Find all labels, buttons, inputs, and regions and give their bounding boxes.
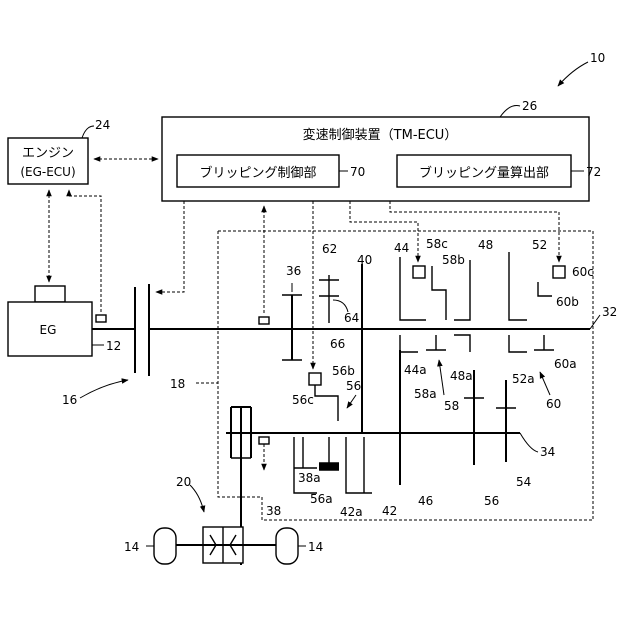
input-shaft-ref: 32 (602, 305, 617, 319)
gear-42a-ref: 42a (340, 505, 363, 519)
engine-ecu-block: エンジン (EG-ECU) 24 (8, 118, 110, 184)
tm-ecu-leader (500, 105, 520, 117)
engine-label: EG (40, 323, 57, 337)
engine-ecu-leader (82, 126, 94, 138)
gear-36-ref: 36 (286, 264, 301, 278)
sleeve-60b (538, 282, 552, 296)
gear-44-ref: 44 (394, 241, 409, 255)
gear-52a-ref: 52a (512, 372, 535, 386)
gear-52 (509, 252, 527, 320)
sleeve-56a-hub (319, 463, 339, 470)
sleeve-58c-ref: 58c (426, 237, 448, 251)
gear-44a-ref: 44a (404, 363, 427, 377)
gear-48 (454, 260, 470, 320)
wheel-left (154, 528, 176, 564)
input-shaft-leader (590, 315, 600, 329)
gear-56-ref: 56 (484, 494, 499, 508)
sleeve-58b (432, 266, 446, 320)
transmission-ref: 18 (170, 377, 185, 391)
sleeve-56b (315, 385, 338, 421)
sleeve-56a-ref: 56a (310, 492, 333, 506)
gear-66-ref: 66 (330, 337, 345, 351)
wheel-right-ref: 14 (308, 540, 323, 554)
gear-48a (454, 335, 470, 352)
clutch-control-line (156, 201, 184, 292)
sleeve-60-ref: 60 (546, 397, 561, 411)
differential-ref-arrow (190, 485, 204, 512)
sleeve-60c-actuator (553, 266, 565, 278)
sleeve-60a (534, 335, 554, 350)
gear-62-ref: 62 (322, 242, 337, 256)
gear-54-ref: 54 (516, 475, 531, 489)
output-shaft-sensor (259, 437, 269, 444)
sleeve-58a-ref: 58a (414, 387, 437, 401)
blipping-control-label: ブリッピング制御部 (199, 165, 316, 181)
tm-ecu-block: 変速制御装置（TM-ECU） 26 ブリッピング制御部 70 ブリッピング量算出… (162, 99, 601, 201)
tm-ecu-title: 変速制御装置（TM-ECU） (303, 127, 458, 143)
engine-top (35, 286, 65, 302)
gear-52a (509, 335, 527, 352)
engine-sensor-line (69, 190, 101, 312)
gear-52-ref: 52 (532, 238, 547, 252)
wheel-left-ref: 14 (124, 540, 139, 554)
gear-46-ref: 46 (418, 494, 433, 508)
clutch-ref: 16 (62, 393, 77, 407)
sleeve-60-arrow (540, 372, 550, 395)
gear-38-ref: 38 (266, 504, 281, 518)
sleeve-56-ref: 56 (346, 379, 361, 393)
sleeve-60c-ref: 60c (572, 265, 594, 279)
sleeve-58b-ref: 58b (442, 253, 465, 267)
system-ref-arrow (558, 62, 588, 86)
engine-ecu-line1: エンジン (22, 146, 74, 161)
gear-40-ref: 40 (357, 253, 372, 267)
gear-42-ref: 42 (382, 504, 397, 518)
sleeve-56b-ref: 56b (332, 364, 355, 378)
sleeve-60a-ref: 60a (554, 357, 577, 371)
engine-ref: 12 (106, 339, 121, 353)
blipping-calc-ref: 72 (586, 165, 601, 179)
wheel-right (276, 528, 298, 564)
gear-48-ref: 48 (478, 238, 493, 252)
sleeve-56c-ref: 56c (292, 393, 314, 407)
tm-ecu-ref: 26 (522, 99, 537, 113)
sleeve-60b-ref: 60b (556, 295, 579, 309)
sleeve-56-arrow (347, 395, 356, 408)
gear-48a-ref: 48a (450, 369, 473, 383)
differential-ref: 20 (176, 475, 191, 489)
gear-38a-ref: 38a (298, 471, 321, 485)
blipping-control-ref: 70 (350, 165, 365, 179)
blipping-calc-label: ブリッピング量算出部 (419, 165, 549, 181)
sleeve-56c-actuator (309, 373, 321, 385)
sleeve-58a (426, 335, 446, 350)
engine-ecu-ref: 24 (95, 118, 110, 132)
system-ref: 10 (590, 51, 605, 65)
input-shaft-sensor (259, 317, 269, 324)
gear-64-ref: 64 (344, 311, 359, 325)
sleeve-58c-actuator (413, 266, 425, 278)
clutch-ref-arrow (80, 380, 128, 398)
sleeve-58-ref: 58 (444, 399, 459, 413)
counter-shaft-leader (520, 433, 538, 452)
gear-44a (400, 335, 418, 352)
engine-speed-sensor (96, 315, 106, 322)
gear-42 (346, 437, 372, 493)
engine-ecu-line2: (EG-ECU) (20, 165, 75, 179)
counter-shaft-ref: 34 (540, 445, 555, 459)
sleeve-58-arrow (439, 360, 444, 395)
